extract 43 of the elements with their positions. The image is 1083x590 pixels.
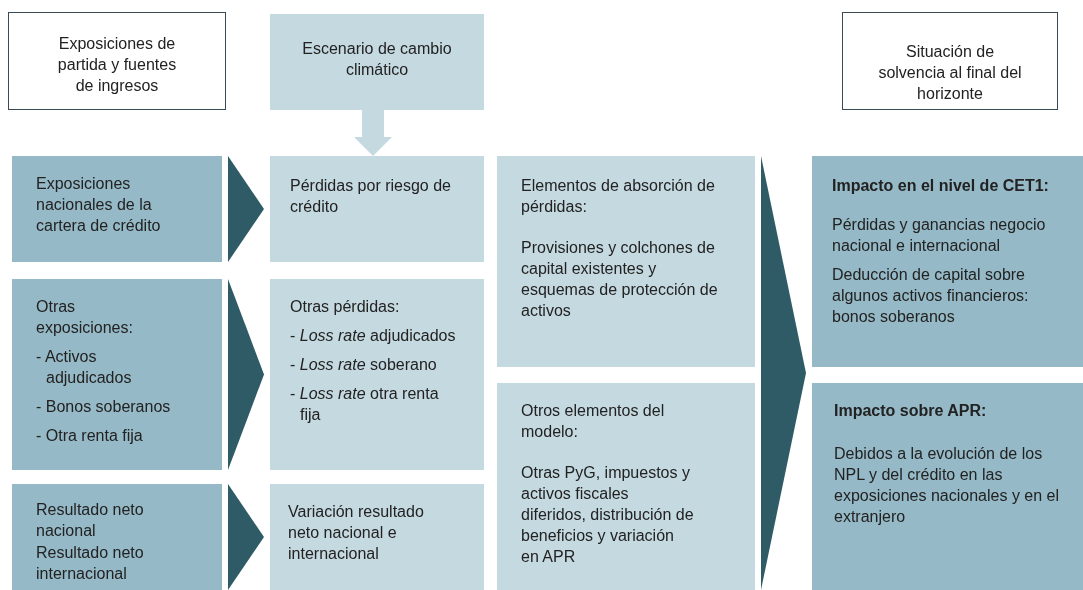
box-text: Otras pérdidas: [290, 297, 401, 317]
header-box [842, 12, 1058, 110]
box-heading: Impacto sobre APR: [834, 401, 988, 421]
box-text: Exposiciones de partida y fuentes de ingresos [56, 34, 178, 96]
box-text: - Bonos soberanos [36, 397, 172, 417]
box-text: Otras exposiciones: [36, 297, 134, 338]
box-text: - Loss rate otra renta fija [290, 384, 440, 425]
process-box [12, 156, 222, 262]
process-box [270, 156, 484, 262]
box-text: Resultado neto nacional [36, 500, 145, 541]
box-text: Debidos a la evolución de los NPL y del crédito en las exposiciones nacionales y en el extranjero [834, 444, 1061, 527]
header-box [8, 12, 226, 110]
box-text: Elementos de absorción de pérdidas: [521, 176, 716, 217]
box-text: Otros elementos del modelo: [521, 401, 666, 442]
box-text: Provisiones y colchones de capital existentes y esquemas de protección de activos [521, 238, 719, 321]
box-text: - Loss rate adjudicados [290, 326, 457, 346]
box-text: Resultado neto internacional [36, 543, 145, 584]
box-text: - Otra renta fija [36, 426, 144, 446]
box-text: Situación de solvencia al final del horizonte [877, 42, 1023, 104]
process-box [12, 484, 222, 590]
box-text: Pérdidas por riesgo de crédito [290, 176, 452, 217]
box-text: Deducción de capital sobre algunos activos financieros: bonos soberanos [832, 265, 1030, 327]
arrow [761, 156, 806, 590]
process-box [497, 156, 755, 367]
process-box [270, 484, 484, 590]
box-text: Pérdidas y ganancias negocio nacional e internacional [832, 215, 1047, 256]
box-text: - Loss rate soberano [290, 355, 438, 375]
process-box [812, 383, 1083, 590]
box-text: Variación resultado neto nacional e internacional [288, 502, 425, 564]
process-box [497, 383, 755, 590]
arrow [354, 110, 392, 156]
arrow [228, 279, 264, 470]
box-text: Exposiciones nacionales de la cartera de crédito [36, 174, 162, 236]
arrow [228, 484, 264, 590]
box-text: Escenario de cambio climático [301, 39, 453, 80]
process-box [812, 156, 1083, 367]
process-box [12, 279, 222, 470]
arrow [228, 156, 264, 262]
process-box [270, 14, 484, 110]
box-text: Otras PyG, impuestos y activos fiscales diferidos, distribución de beneficios y variación en APR [521, 463, 695, 567]
box-text: - Activos adjudicados [36, 347, 133, 388]
box-heading: Impacto en el nivel de CET1: [832, 176, 1050, 196]
process-box [270, 279, 484, 470]
